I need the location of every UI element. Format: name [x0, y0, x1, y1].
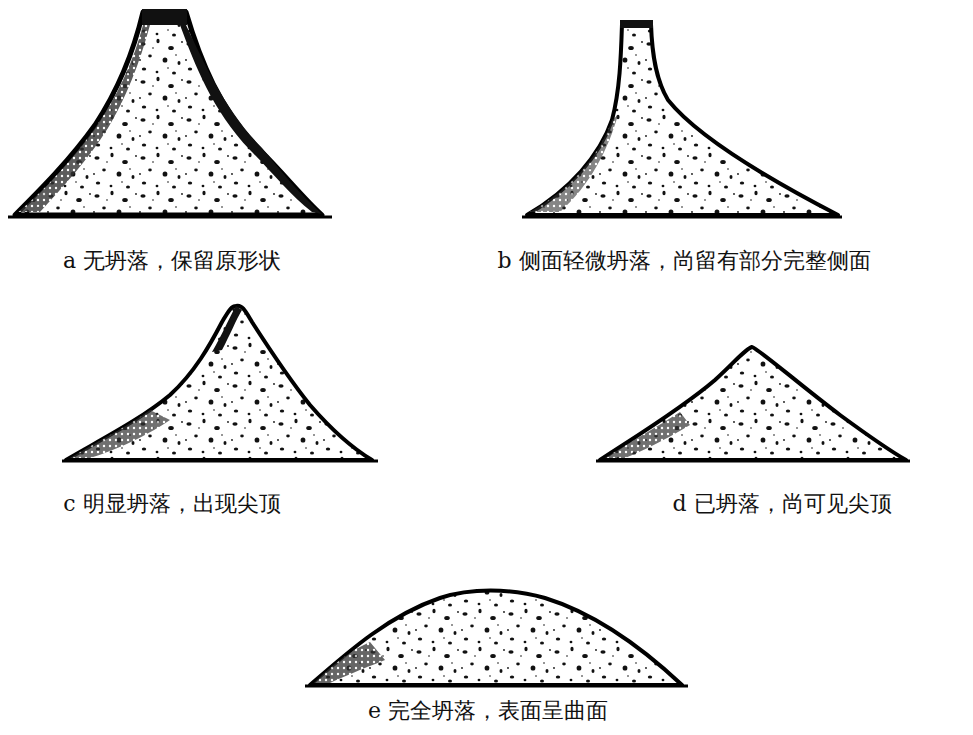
slump-shape-e [305, 591, 688, 687]
caption-label: c 明显坍落，出现尖顶 [63, 491, 280, 517]
slump-shape-a [8, 9, 332, 217]
caption-label: a 无坍落，保留原形状 [63, 248, 281, 274]
slump-shape-b [522, 20, 842, 217]
caption-label: d 已坍落，尚可见尖顶 [672, 491, 891, 517]
slump-shape-c [62, 306, 378, 461]
slump-shape-d [596, 347, 910, 461]
caption-label: b 侧面轻微坍落，尚留有部分完整侧面 [497, 248, 870, 274]
caption-label: e 完全坍落，表面呈曲面 [368, 698, 608, 724]
